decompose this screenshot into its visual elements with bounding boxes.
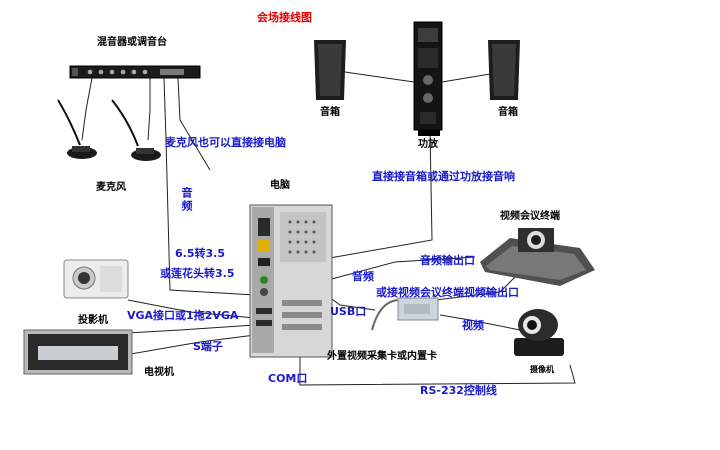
camera-device — [514, 309, 564, 356]
video-label: 视频 — [462, 319, 484, 332]
speaker-direct-note: 直接接音箱或通过功放接音响 — [372, 170, 515, 183]
audio-vertical-label: 音频 — [180, 187, 193, 213]
microphone-label: 麦克风 — [96, 182, 126, 193]
tv-svideo-cable — [124, 334, 256, 356]
adapter-65-label: 6.5转3.5 — [175, 247, 225, 260]
amplifier-label: 功放 — [418, 139, 438, 150]
video-terminal-device — [480, 228, 595, 286]
adapter-rca-label: 或莲花头转3.5 — [160, 267, 235, 280]
mixer-extra-cable — [177, 77, 211, 171]
video-terminal-label: 视频会议终端 — [500, 211, 560, 222]
mixer-mic2-cable — [147, 78, 151, 141]
tv-label: 电视机 — [144, 367, 174, 378]
audio-pc-label: 音频 — [352, 270, 374, 283]
projector-device — [63, 259, 129, 299]
speaker-right-label: 音箱 — [498, 107, 518, 118]
capture-camera-cable — [439, 314, 521, 331]
mixer-device — [69, 65, 201, 79]
mic-direct-note: 麦克风也可以直接接电脑 — [165, 136, 286, 149]
computer-label: 电脑 — [270, 180, 290, 191]
audio-out-label: 音频输出口 — [420, 254, 475, 267]
terminal-audio-out-cable — [327, 256, 476, 281]
capture-card-device — [371, 297, 439, 331]
mixer-mic1-cable — [81, 77, 93, 141]
computer-tower — [249, 204, 333, 358]
projector-vga-cable — [127, 299, 256, 319]
com-label: COM口 — [268, 372, 308, 385]
rs232-label: RS-232控制线 — [420, 384, 497, 397]
amp-left-speaker-cable — [344, 71, 415, 83]
mixer-label: 混音器或调音台 — [97, 37, 167, 48]
microphone-2 — [111, 99, 161, 161]
vga-label: VGA接口或1拖2VGA — [127, 309, 239, 322]
camera-label: 摄像机 — [530, 365, 554, 374]
amp-right-speaker-cable — [441, 73, 491, 83]
tv-device — [23, 329, 133, 375]
speaker-right — [488, 40, 520, 100]
mixer-computer-audio-cable — [163, 77, 256, 296]
connection-lines — [81, 71, 576, 386]
diagram-title: 会场接线图 — [257, 11, 312, 24]
microphone-1 — [57, 99, 97, 159]
speaker-left — [314, 40, 346, 100]
computer-amp-cable — [289, 129, 433, 266]
speaker-left-label: 音箱 — [320, 107, 340, 118]
video-out-label: 或接视频会议终端视频输出口 — [376, 286, 519, 299]
capture-terminal-cable — [435, 271, 521, 301]
amplifier-device — [413, 21, 443, 136]
s-video-label: S端子 — [193, 340, 223, 353]
capture-card-label: 外置视频采集卡或内置卡 — [327, 351, 437, 362]
projector-label: 投影机 — [78, 315, 108, 326]
usb-label: USB口 — [330, 305, 367, 318]
